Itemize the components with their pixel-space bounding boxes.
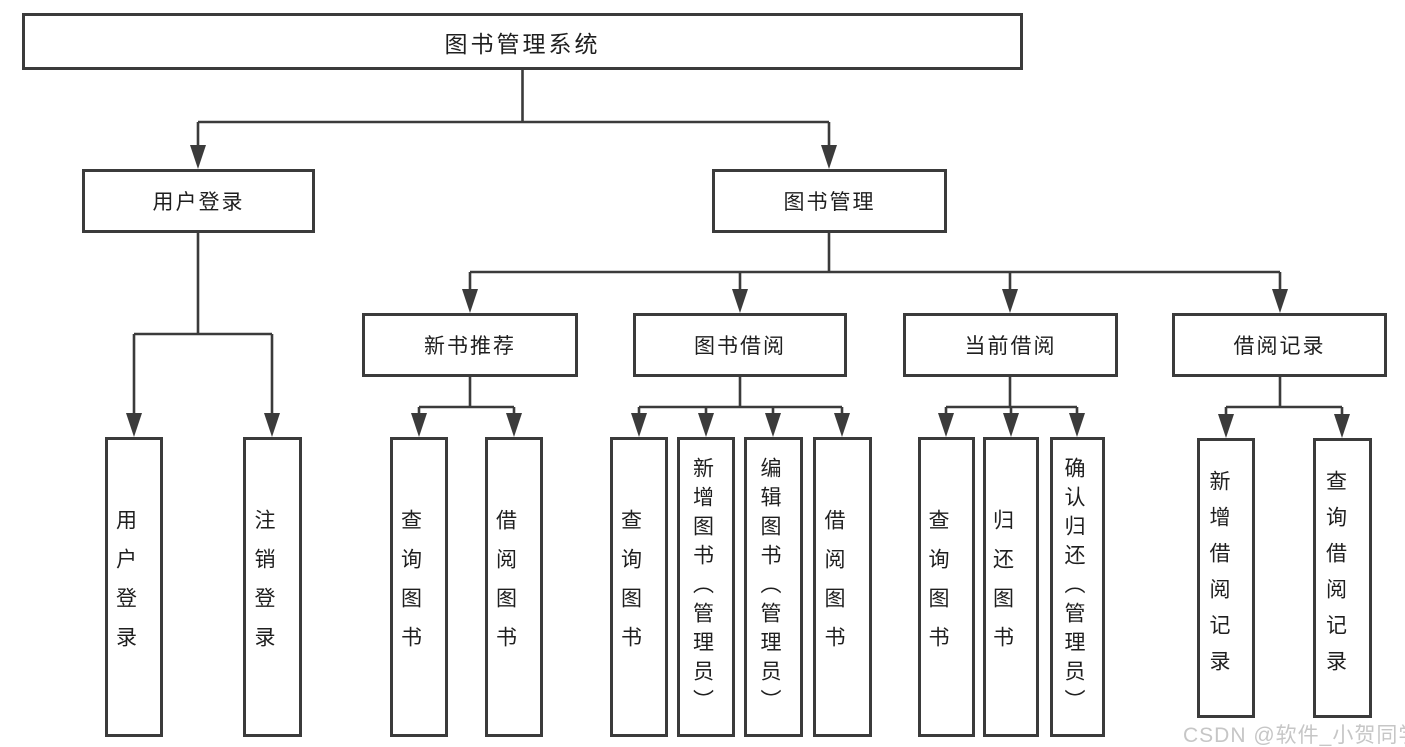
arrowhead-bb-borrow [834, 413, 850, 437]
leaf-br-query-record: 查询借阅记录 [1313, 438, 1372, 718]
node-book-borrowing: 图书借阅 [633, 313, 847, 377]
leaf-bb-add-books-admin: 新增图书（管理员） [677, 437, 735, 737]
leaf-cb-confirm-return-admin: 确认归还（管理员） [1050, 437, 1105, 737]
leaf-cb-return-books: 归还图书 [983, 437, 1039, 737]
leaf-bb-query-books: 查询图书 [610, 437, 668, 737]
arrowhead-book-borrow [732, 289, 748, 313]
connector-current-borrow-group [944, 377, 1079, 426]
arrowhead-borrow-record [1272, 289, 1288, 313]
arrowhead-cb-query [938, 413, 954, 437]
arrowhead-book-mgmt [821, 145, 837, 169]
watermark-text: CSDN @软件_小贺同学 [1183, 724, 1405, 747]
connector-borrow-record-group [1224, 377, 1344, 427]
leaf-nb-query-books: 查询图书 [390, 437, 448, 737]
arrowhead-leaf-logout [264, 413, 280, 437]
arrowhead-leaf-login [126, 413, 142, 437]
connector-new-book-group [417, 377, 516, 426]
arrowhead-user-login [190, 145, 206, 169]
connector-user-login-group [132, 233, 274, 426]
node-root: 图书管理系统 [22, 13, 1023, 70]
node-new-book-recommend: 新书推荐 [362, 313, 578, 377]
arrowhead-cb-confirm [1069, 413, 1085, 437]
node-user-login: 用户登录 [82, 169, 315, 233]
node-book-management: 图书管理 [712, 169, 947, 233]
arrowhead-cb-return [1003, 413, 1019, 437]
connector-book-mgmt-bus [468, 233, 1282, 302]
arrowhead-br-query [1334, 414, 1350, 438]
arrowhead-nb-borrow [506, 413, 522, 437]
arrowhead-bb-edit [765, 413, 781, 437]
node-current-borrowing: 当前借阅 [903, 313, 1118, 377]
leaf-nb-borrow-books: 借阅图书 [485, 437, 543, 737]
connector-root-to-level2 [196, 70, 831, 158]
leaf-user-login: 用户登录 [105, 437, 163, 737]
arrowhead-current-borrow [1002, 289, 1018, 313]
arrowhead-bb-query [631, 413, 647, 437]
leaf-logout: 注销登录 [243, 437, 302, 737]
arrowhead-bb-add [698, 413, 714, 437]
connector-book-borrow-group [637, 377, 844, 426]
leaf-bb-borrow-books: 借阅图书 [813, 437, 872, 737]
node-borrowing-records: 借阅记录 [1172, 313, 1387, 377]
arrowhead-new-book [462, 289, 478, 313]
leaf-br-add-record: 新增借阅记录 [1197, 438, 1255, 718]
arrowhead-nb-query [411, 413, 427, 437]
arrowhead-br-add [1218, 414, 1234, 438]
leaf-cb-query-books: 查询图书 [918, 437, 975, 737]
leaf-bb-edit-books-admin: 编辑图书（管理员） [744, 437, 803, 737]
